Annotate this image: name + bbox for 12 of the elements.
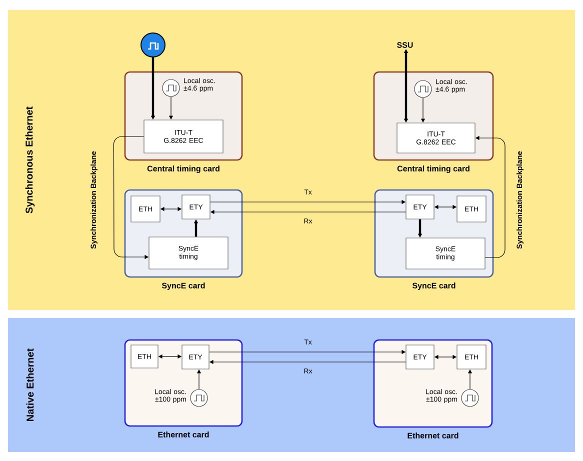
interface-label: SSU	[397, 42, 413, 48]
oscillator-icon	[162, 79, 180, 97]
node-label: Ethernet card	[158, 432, 209, 438]
node-label: Ethernet card	[408, 432, 458, 438]
oscillator-icon	[461, 389, 479, 407]
node-label: SyncE card	[412, 282, 456, 290]
oscillator-icon	[190, 389, 208, 407]
clock-source-icon	[140, 32, 166, 58]
node-label: Central timing card	[397, 166, 470, 174]
oscillator-icon	[414, 80, 432, 98]
node-label: SyncE card	[162, 282, 205, 290]
node-label: Central timing card	[147, 166, 220, 174]
